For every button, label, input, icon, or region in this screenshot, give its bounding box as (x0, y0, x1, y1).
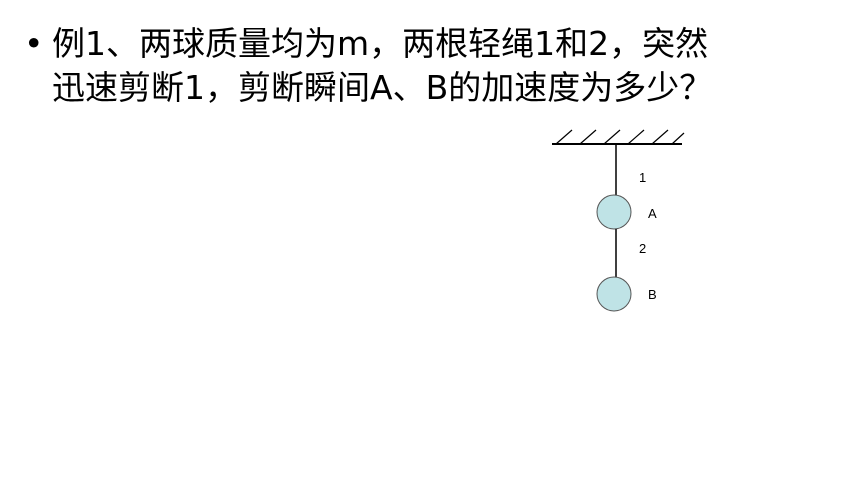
question-line-1: •例1、两球质量均为m，两根轻绳1和2，突然 (24, 22, 844, 66)
rope-2-label: 2 (639, 241, 646, 256)
bullet-icon: • (24, 24, 44, 63)
rope-1-label: 1 (639, 170, 646, 185)
question-line-1-text: 例1、两球质量均为m，两根轻绳1和2，突然 (52, 24, 709, 63)
question-line-2: 迅速剪断1，剪断瞬间A、B的加速度为多少？ (52, 68, 713, 107)
ball-a (596, 194, 632, 230)
ceiling-hatch (555, 129, 685, 145)
ball-b (596, 276, 632, 312)
question-text: •例1、两球质量均为m，两根轻绳1和2，突然 迅速剪断1，剪断瞬间A、B的加速度… (24, 22, 844, 110)
ball-a-label: A (648, 206, 657, 221)
ball-b-label: B (648, 287, 657, 302)
